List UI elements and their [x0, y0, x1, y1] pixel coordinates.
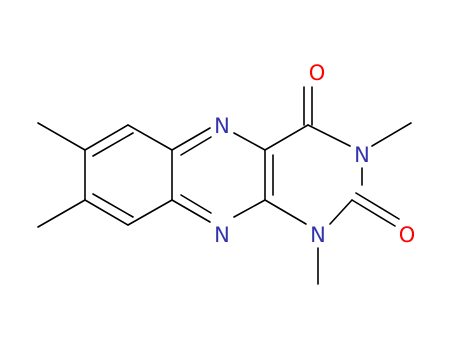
bond	[371, 122, 412, 147]
bond	[84, 124, 129, 151]
bond	[180, 194, 212, 214]
bond	[171, 199, 211, 223]
bond	[264, 199, 307, 225]
bond	[329, 199, 353, 225]
atom-label-layer: N N N N O O	[214, 61, 415, 247]
nitrogen-atom-label: N	[310, 223, 326, 247]
bond	[92, 193, 134, 218]
oxygen-atom-label: O	[399, 223, 416, 247]
bond	[171, 127, 211, 151]
bond	[355, 192, 400, 220]
bond	[180, 136, 212, 156]
bond	[37, 122, 86, 151]
nitrogen-atom-label: N	[214, 114, 230, 138]
nitrogen-atom-label: N	[214, 223, 230, 247]
bond-layer	[37, 86, 412, 285]
bond	[92, 132, 134, 157]
bond	[84, 199, 129, 226]
bond	[307, 124, 351, 147]
oxygen-atom-label: O	[309, 61, 326, 85]
bond	[233, 199, 266, 218]
bond	[37, 199, 86, 228]
bond	[127, 199, 173, 226]
nitrogen-atom-label: N	[354, 143, 370, 167]
bond	[127, 124, 173, 151]
bond	[264, 124, 309, 151]
bond	[233, 132, 266, 151]
bond	[351, 199, 396, 227]
